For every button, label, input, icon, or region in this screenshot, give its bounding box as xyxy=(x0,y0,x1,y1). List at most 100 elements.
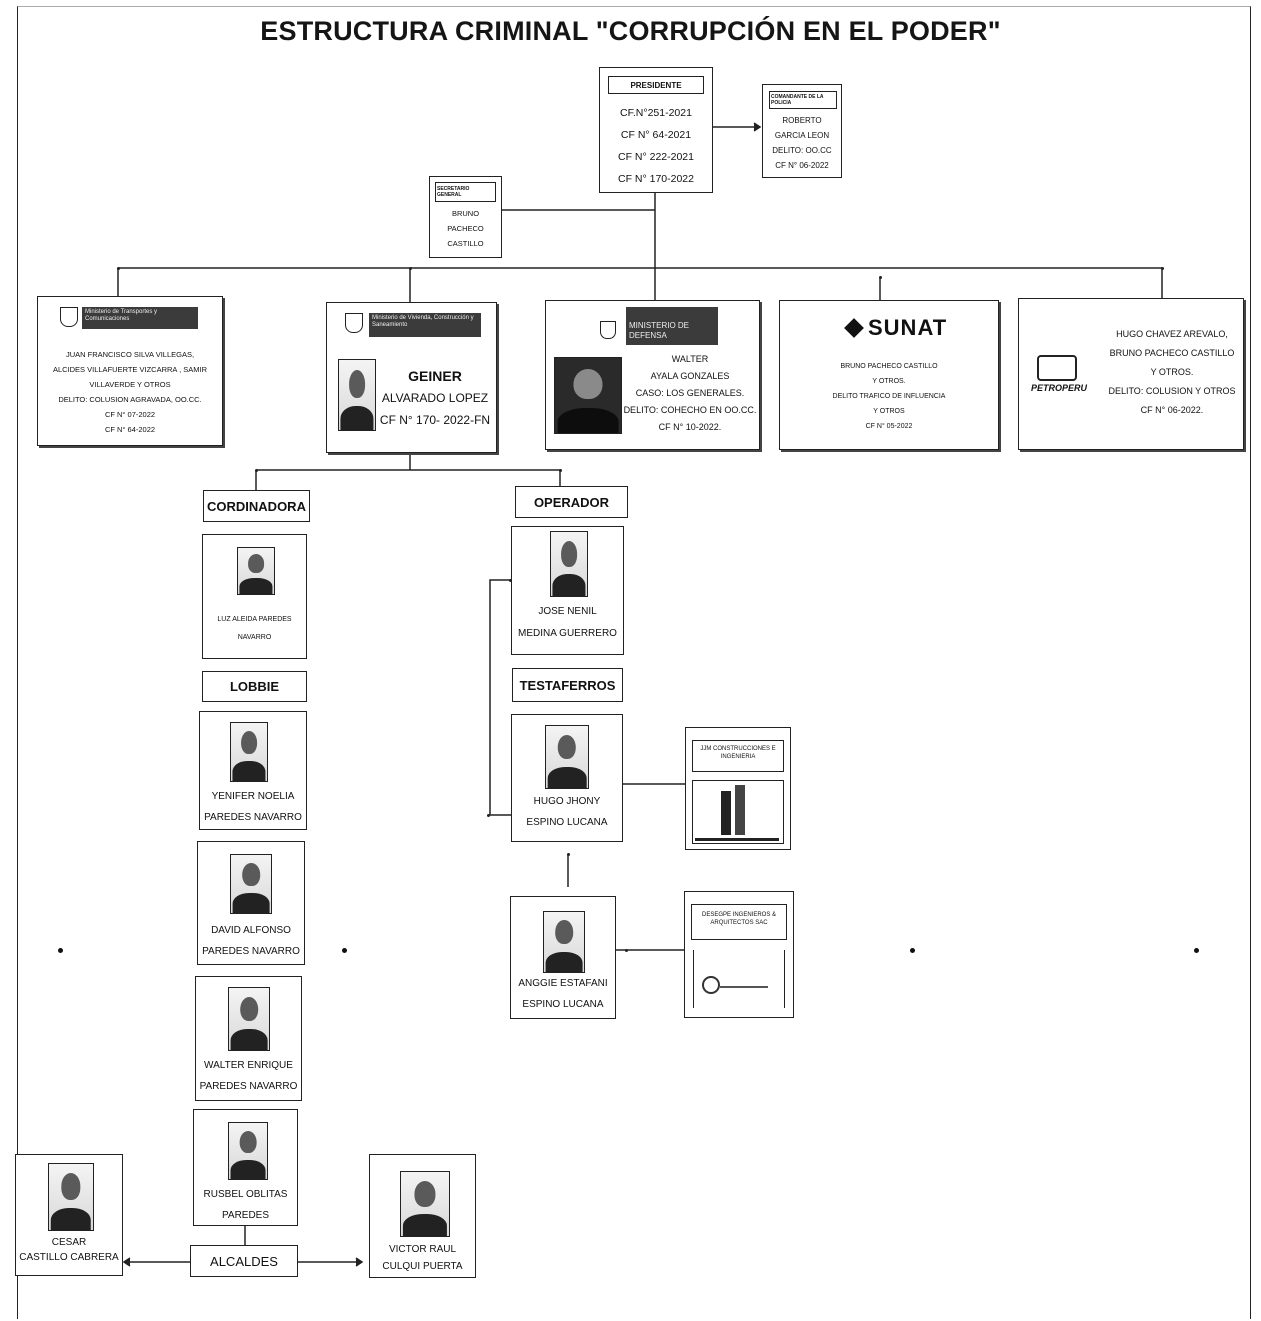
text-line: DELITO TRAFICO DE INFLUENCIA xyxy=(832,393,946,400)
name-line: HUGO JHONY xyxy=(533,796,601,807)
walter-enrique-card: WALTER ENRIQUE PAREDES NAVARRO xyxy=(195,976,302,1101)
operador-label: OPERADOR xyxy=(515,486,628,518)
text-line: CF N° 07-2022 xyxy=(104,410,156,419)
text-line: DELITO: COLUSION AGRAVADA, OO.CC. xyxy=(58,395,202,404)
cesar-card: CESAR CASTILLO CABRERA xyxy=(15,1154,123,1276)
geiner-photo xyxy=(338,359,376,431)
junction-dot xyxy=(567,853,570,856)
testaferros-label: TESTAFERROS xyxy=(512,668,623,702)
presidente-cases: CF.N°251-2021 CF N° 64-2021 CF N° 222-20… xyxy=(600,102,712,190)
junction-dot xyxy=(879,276,882,279)
anggie-company-card: DESEGPE INGENIEROS & ARQUITECTOS SAC xyxy=(684,891,794,1018)
text-line: ALCIDES VILLAFUERTE VIZCARRA , SAMIR xyxy=(52,365,208,374)
case-line: CF.N°251-2021 xyxy=(620,107,692,119)
cordinadora-label: CORDINADORA xyxy=(203,490,310,522)
text-line: AYALA GONZALES xyxy=(650,371,730,381)
ministerio-logo: MINISTERIO DE DEFENSA xyxy=(626,307,718,345)
text-line: WALTER xyxy=(671,354,709,364)
text-line: DELITO: COHECHO EN OO.CC. xyxy=(623,405,757,415)
yenifer-card: YENIFER NOELIA PAREDES NAVARRO xyxy=(199,711,307,830)
text-line: Y OTROS. xyxy=(872,378,906,385)
ministerio-defensa-box: MINISTERIO DE DEFENSA WALTER AYALA GONZA… xyxy=(545,300,760,450)
junction-dot xyxy=(559,469,562,472)
person-name: LUZ ALEIDA PAREDES NAVARRO xyxy=(203,611,306,647)
ministerio-logo: Ministerio de Vivienda, Construcción y S… xyxy=(369,313,481,337)
operador-card: JOSE NENIL MEDINA GUERRERO xyxy=(511,526,624,655)
text-line: BRUNO PACHECO CASTILLO xyxy=(840,363,938,370)
name-line: VICTOR RAUL xyxy=(388,1244,457,1255)
comandante-role: COMANDANTE DE LA POLICIA xyxy=(769,91,837,109)
junction-dot xyxy=(255,469,258,472)
petroperu-emblem-icon xyxy=(1037,355,1077,381)
person-name: VICTOR RAUL CULQUI PUERTA xyxy=(370,1241,475,1275)
comandante-lines: ROBERTO GARCIA LEON DELITO: OO.CC CF N° … xyxy=(763,113,841,173)
alcaldes-label: ALCALDES xyxy=(190,1245,298,1277)
ministerio-logo: Ministerio de Transportes y Comunicacion… xyxy=(82,307,198,329)
person-name: WALTER ENRIQUE PAREDES NAVARRO xyxy=(196,1055,301,1097)
name-line: MEDINA GUERRERO xyxy=(518,628,617,639)
name-line: LUZ ALEIDA PAREDES xyxy=(217,616,292,623)
operador-photo xyxy=(550,531,588,597)
person-name: JOSE NENIL MEDINA GUERRERO xyxy=(512,601,623,645)
decorative-dot xyxy=(342,948,347,953)
name-line: PAREDES NAVARRO xyxy=(202,946,300,957)
peru-shield-icon xyxy=(600,321,616,339)
text-line: Y OTROS. xyxy=(1150,367,1194,377)
text-line: ALVARADO LOPEZ xyxy=(381,391,489,405)
junction-dot xyxy=(1161,267,1164,270)
person-name: HUGO JHONY ESPINO LUCANA xyxy=(512,791,622,833)
company-logo-icon xyxy=(692,780,784,844)
lobbie-label: LOBBIE xyxy=(202,671,307,702)
ministerio-lines: BRUNO PACHECO CASTILLO Y OTROS. DELITO T… xyxy=(780,359,998,434)
text-line: ROBERTO xyxy=(782,116,822,125)
text-line: CF N° 05-2022 xyxy=(865,423,913,430)
name-line: CESAR xyxy=(51,1237,87,1248)
case-line: CF N° 222-2021 xyxy=(618,151,694,163)
name-line: RUSBEL OBLITAS xyxy=(203,1189,288,1200)
text-line: CF N° 06-2022. xyxy=(1140,405,1204,415)
secretario-lines: BRUNO PACHECO CASTILLO xyxy=(430,206,501,251)
secretario-box: SECRETARIO GENERAL BRUNO PACHECO CASTILL… xyxy=(429,176,502,258)
sunat-box: SUNAT BRUNO PACHECO CASTILLO Y OTROS. DE… xyxy=(779,300,999,450)
peru-shield-icon xyxy=(60,307,78,327)
ministerio-lines: WALTER AYALA GONZALES CASO: LOS GENERALE… xyxy=(622,351,758,436)
rusbel-card: RUSBEL OBLITAS PAREDES xyxy=(193,1109,298,1226)
case-line: CF N° 170-2022 xyxy=(618,173,694,185)
document-frame xyxy=(17,6,1251,1319)
text-line: BRUNO PACHECO CASTILLO xyxy=(1109,348,1235,358)
cordinadora-photo xyxy=(237,547,275,595)
cordinadora-card: LUZ ALEIDA PAREDES NAVARRO xyxy=(202,534,307,659)
ministerio-lines: HUGO CHAVEZ AREVALO, BRUNO PACHECO CASTI… xyxy=(1099,325,1245,420)
rusbel-photo xyxy=(228,1122,268,1180)
text-line: CF N° 170- 2022-FN xyxy=(379,413,491,427)
text-line: CF N° 06-2022 xyxy=(775,161,829,170)
text-line: CASO: LOS GENERALES. xyxy=(635,388,745,398)
case-line: CF N° 64-2021 xyxy=(620,129,692,141)
text-line: DELITO: COLUSION Y OTROS xyxy=(1108,386,1236,396)
person-name: YENIFER NOELIA PAREDES NAVARRO xyxy=(200,786,306,828)
company-name: DESEGPE INGENIEROS & ARQUITECTOS SAC xyxy=(691,904,787,940)
david-card: DAVID ALFONSO PAREDES NAVARRO xyxy=(197,841,305,965)
text-line: BRUNO xyxy=(451,209,480,218)
junction-dot xyxy=(409,267,412,270)
text-line: GARCIA LEON xyxy=(774,131,830,140)
decorative-dot xyxy=(58,948,63,953)
david-photo xyxy=(230,854,272,914)
name-line: PAREDES NAVARRO xyxy=(199,1081,298,1092)
comandante-box: COMANDANTE DE LA POLICIA ROBERTO GARCIA … xyxy=(762,84,842,178)
victor-card: VICTOR RAUL CULQUI PUERTA xyxy=(369,1154,476,1278)
hugo-photo xyxy=(545,725,589,789)
text-line: CF N° 64-2022 xyxy=(104,425,156,434)
decorative-dot xyxy=(1194,948,1199,953)
text-line: DELITO: OO.CC xyxy=(772,146,832,155)
anggie-card: ANGGIE ESTAFANI ESPINO LUCANA xyxy=(510,896,616,1019)
person-name: RUSBEL OBLITAS PAREDES xyxy=(194,1184,297,1226)
person-name: CESAR CASTILLO CABRERA xyxy=(16,1235,122,1265)
anggie-photo xyxy=(543,911,585,973)
text-line: GEINER xyxy=(408,368,462,384)
name-line: DAVID ALFONSO xyxy=(211,925,291,936)
text-line: JUAN FRANCISCO SILVA VILLEGAS, xyxy=(65,350,195,359)
page-title: ESTRUCTURA CRIMINAL "CORRUPCIÓN EN EL PO… xyxy=(260,16,1001,46)
ministerio-transportes-box: Ministerio de Transportes y Comunicacion… xyxy=(37,296,223,446)
